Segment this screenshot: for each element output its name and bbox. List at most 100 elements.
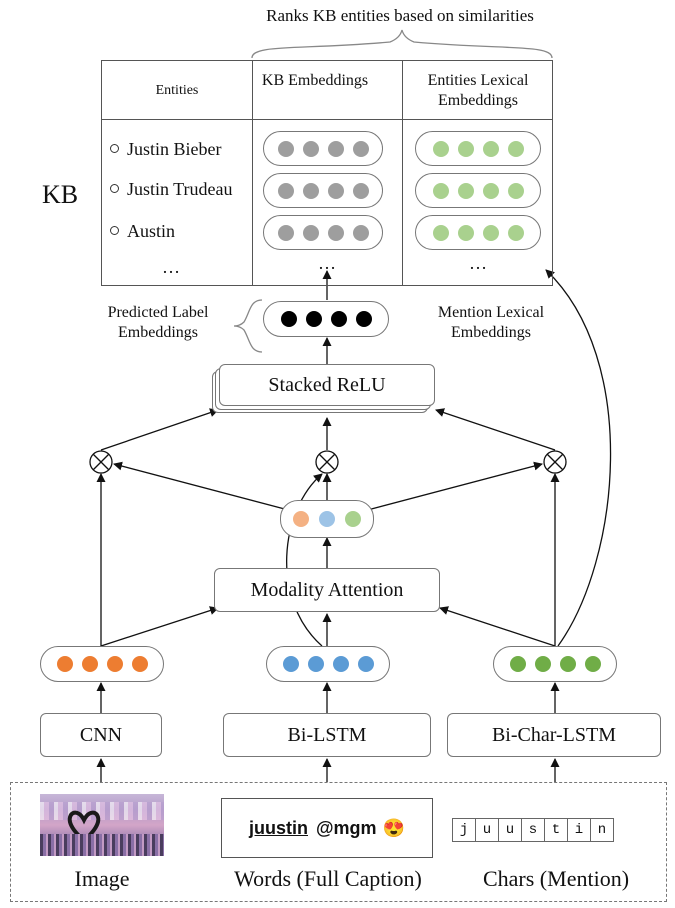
cnn-label: CNN	[79, 723, 123, 746]
chars-dot	[534, 656, 551, 672]
lexical-dot	[432, 140, 449, 157]
chars-input-label: Chars (Mention)	[482, 866, 630, 891]
kb-table-col-divider-1	[252, 61, 253, 285]
entity-name: Justin Trudeau	[127, 179, 233, 199]
multiply-node-right	[543, 450, 567, 474]
lexical-dot	[457, 224, 474, 241]
arrow-charemb-table	[545, 269, 612, 647]
arrow-mult-right-relu	[435, 408, 556, 451]
char-cell: u	[476, 819, 499, 841]
bilstm-box: Bi-LSTM	[223, 713, 431, 757]
arrow-mult-left-relu	[100, 408, 219, 451]
arrow-weight-mult-left	[113, 461, 297, 513]
modality-attention-label: Modality Attention	[250, 578, 404, 601]
words-embedding	[266, 646, 390, 682]
stage-lights	[40, 802, 164, 820]
char-cell: s	[522, 819, 545, 841]
lexical-embedding-row	[415, 173, 541, 208]
left-brace	[233, 299, 263, 353]
kb-embedding-row	[263, 215, 383, 250]
predicted-embedding	[263, 301, 389, 337]
lexical-dot	[507, 182, 524, 199]
kb-dot	[352, 140, 369, 157]
chars-dot	[559, 656, 576, 672]
chars-embedding	[493, 646, 617, 682]
bullet-icon	[110, 144, 119, 154]
image-dot	[81, 656, 98, 672]
lexical-embedding-ellipsis: …	[469, 253, 487, 273]
kb-dot	[352, 224, 369, 241]
lexical-dot	[482, 140, 499, 157]
crowd	[40, 834, 164, 856]
entity-ellipsis: …	[162, 257, 180, 277]
image-dot	[56, 656, 73, 672]
kb-dot	[302, 224, 319, 241]
kb-dot	[302, 140, 319, 157]
words-dot	[282, 656, 299, 672]
cnn-box: CNN	[40, 713, 162, 757]
char-cell: j	[453, 819, 476, 841]
words-dot	[307, 656, 324, 672]
chars-dot	[584, 656, 601, 672]
caption-mention: @mgm	[316, 817, 377, 838]
lexical-embedding-row	[415, 215, 541, 250]
kb-dot	[327, 224, 344, 241]
kb-table: Entities KB Embeddings Entities Lexical …	[101, 60, 553, 286]
chars-dot	[509, 656, 526, 672]
header-lexical-embeddings: Entities Lexical Embeddings	[427, 72, 529, 109]
kb-table-col-divider-2	[402, 61, 403, 285]
char-cell: u	[499, 819, 522, 841]
stacked-relu-box: Stacked ReLU	[219, 364, 435, 406]
bilstm-label: Bi-LSTM	[287, 723, 367, 746]
lexical-dot	[507, 224, 524, 241]
kb-dot	[277, 182, 294, 199]
mention-lexical-text: Mention Lexical Embeddings	[437, 304, 545, 341]
charlstm-label: Bi-Char-LSTM	[491, 723, 617, 746]
lexical-embedding-row	[415, 131, 541, 166]
kb-dot	[352, 182, 369, 199]
image-dot	[106, 656, 123, 672]
kb-dot	[277, 224, 294, 241]
predicted-dot	[280, 311, 297, 327]
kb-embedding-row	[263, 131, 383, 166]
entity-name: Justin Bieber	[127, 139, 222, 159]
words-input-label: Words (Full Caption)	[234, 866, 422, 891]
multiply-node-left	[89, 450, 113, 474]
kb-dot	[277, 140, 294, 157]
header-entities: Entities	[155, 83, 199, 98]
charlstm-box: Bi-Char-LSTM	[447, 713, 661, 757]
lexical-dot	[457, 182, 474, 199]
entity-row: Justin Bieber	[110, 139, 222, 160]
kb-embedding-row	[263, 173, 383, 208]
attention-dot-image	[293, 511, 309, 527]
kb-embedding-ellipsis: …	[318, 253, 336, 273]
top-brace	[251, 29, 553, 59]
top-label: Ranks KB entities based on similarities	[266, 6, 534, 25]
entity-row: Austin	[110, 221, 175, 242]
char-sequence: j u u s t i n	[452, 818, 614, 842]
image-dot	[131, 656, 148, 672]
predicted-dot	[330, 311, 347, 327]
predicted-dot	[355, 311, 372, 327]
lexical-dot	[432, 182, 449, 199]
arrow-img-attn	[100, 606, 219, 647]
lexical-dot	[457, 140, 474, 157]
arrow-word-mult	[286, 473, 323, 647]
lexical-dot	[507, 140, 524, 157]
caption-handle: juustin	[249, 817, 308, 838]
heart-eyes-emoji-icon: 😍	[382, 817, 405, 838]
char-cell: t	[545, 819, 568, 841]
predicted-label-text: Predicted Label Embeddings	[107, 304, 209, 341]
attention-dot-words	[319, 511, 335, 527]
arrow-weight-mult-right	[359, 461, 543, 513]
inputs-region	[10, 782, 667, 902]
image-embedding	[40, 646, 164, 682]
modality-attention-box: Modality Attention	[214, 568, 440, 612]
arrow-char-attn	[439, 606, 556, 647]
entity-row: Justin Trudeau	[110, 179, 233, 200]
char-cell: n	[597, 822, 607, 838]
multiply-node-middle	[315, 450, 339, 474]
lexical-dot	[482, 224, 499, 241]
kb-label: KB	[42, 180, 79, 209]
